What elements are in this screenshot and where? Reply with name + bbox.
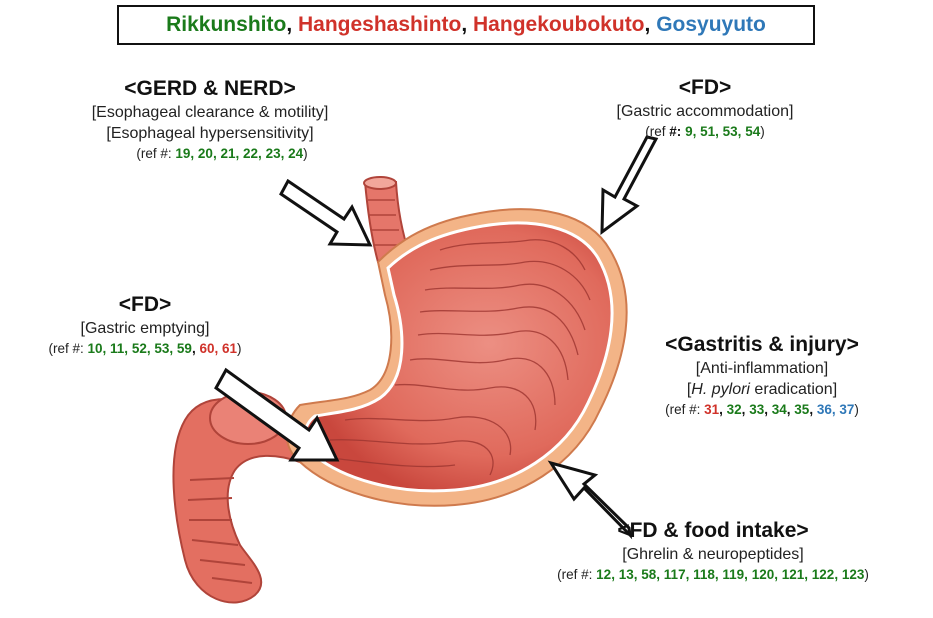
ref-number: 53 xyxy=(154,341,169,356)
gastritis-title: <Gastritis & injury> xyxy=(612,332,912,358)
ref-number: 117 xyxy=(664,567,686,582)
ref-suffix: ) xyxy=(237,341,242,356)
legend-item: , xyxy=(645,13,657,37)
legend-item: Hangeshashinto xyxy=(298,13,461,37)
legend-box: Rikkunshito, Hangeshashinto, Hangekoubok… xyxy=(117,5,815,45)
ref-suffix: ) xyxy=(760,124,765,139)
ref-number: 36 xyxy=(817,402,832,417)
legend-item: Hangekoubokuto xyxy=(473,13,645,37)
ref-suffix: ) xyxy=(303,146,308,161)
ref-number: 22 xyxy=(243,146,258,161)
ref-number: 122 xyxy=(812,567,835,582)
ref-number: , xyxy=(214,341,222,356)
fd-emptying-refs: (ref #: 10, 11, 52, 53, 59, 60, 61) xyxy=(0,339,290,359)
ref-number: 120 xyxy=(752,567,775,582)
ref-number: , xyxy=(611,567,619,582)
fd-emptying-line: [Gastric emptying] xyxy=(0,318,290,339)
fd-accommodation-block: <FD> [Gastric accommodation] (ref #: 9, … xyxy=(590,75,820,142)
ref-number: , xyxy=(103,341,111,356)
fd-emptying-title: <FD> xyxy=(0,292,290,318)
ref-number: 24 xyxy=(288,146,303,161)
ref-number: 12 xyxy=(596,567,611,582)
ref-number: 53 xyxy=(723,124,738,139)
fd-accommodation-title: <FD> xyxy=(590,75,820,101)
ref-number: 34 xyxy=(772,402,787,417)
ref-prefix: (ref #: xyxy=(136,146,175,161)
ref-number: 32 xyxy=(727,402,742,417)
ref-number: , xyxy=(834,567,842,582)
gastritis-block: <Gastritis & injury> [Anti-inflammation]… xyxy=(612,332,912,420)
food-intake-refs: (ref #: 12, 13, 58, 117, 118, 119, 120, … xyxy=(498,565,928,585)
ref-number: 21 xyxy=(220,146,235,161)
food-intake-line: [Ghrelin & neuropeptides] xyxy=(498,544,928,565)
ref-number: 10 xyxy=(87,341,102,356)
ref-number: 51 xyxy=(700,124,715,139)
ref-number: 118 xyxy=(693,567,715,582)
ref-number: 37 xyxy=(839,402,854,417)
ref-number: , xyxy=(124,341,132,356)
food-intake-title: <FD & food intake> xyxy=(498,518,928,544)
legend-item: Gosyuyuto xyxy=(656,13,766,37)
ref-number: , xyxy=(764,402,772,417)
gastritis-line-1: [Anti-inflammation] xyxy=(612,358,912,379)
ref-number: , xyxy=(236,146,244,161)
legend-item: Rikkunshito xyxy=(166,13,286,37)
ref-number: 33 xyxy=(749,402,764,417)
ref-prefix: (ref #: xyxy=(557,567,596,582)
ref-number: 13 xyxy=(619,567,634,582)
gastritis-refs: (ref #: 31, 32, 33, 34, 35, 36, 37) xyxy=(612,400,912,420)
ref-number: , xyxy=(190,146,198,161)
gerd-refs: (ref #: 19, 20, 21, 22, 23, 24) xyxy=(60,144,360,164)
ref-number: , xyxy=(715,124,723,139)
ref-number: , xyxy=(656,567,664,582)
ref-number: , xyxy=(693,124,701,139)
ref-number: , xyxy=(686,567,694,582)
ref-number: 60 xyxy=(199,341,214,356)
ref-number: #: xyxy=(669,124,685,139)
arrow-icon xyxy=(602,137,656,232)
fd-accommodation-refs: (ref #: 9, 51, 53, 54) xyxy=(590,122,820,142)
ref-number: 61 xyxy=(222,341,237,356)
ref-number: , xyxy=(258,146,266,161)
ref-number: , xyxy=(804,567,812,582)
ref-number: 121 xyxy=(782,567,805,582)
ref-prefix: (ref xyxy=(645,124,669,139)
ref-number: 20 xyxy=(198,146,213,161)
gerd-line-2: [Esophageal hypersensitivity] xyxy=(60,123,360,144)
arrow-icon xyxy=(281,181,370,245)
gastritis-line-2: [H. pylori eradication] xyxy=(612,379,912,400)
ref-number: 35 xyxy=(794,402,809,417)
ref-number: 9 xyxy=(685,124,693,139)
ref-suffix: ) xyxy=(854,402,859,417)
food-intake-block: <FD & food intake> [Ghrelin & neuropepti… xyxy=(498,518,928,585)
gerd-title: <GERD & NERD> xyxy=(60,76,360,102)
ref-number: 19 xyxy=(175,146,190,161)
fd-accommodation-line: [Gastric accommodation] xyxy=(590,101,820,122)
gerd-nerd-block: <GERD & NERD> [Esophageal clearance & mo… xyxy=(60,76,360,164)
ref-number: 23 xyxy=(266,146,281,161)
ref-number: 54 xyxy=(745,124,760,139)
ref-number: , xyxy=(281,146,289,161)
legend-item: , xyxy=(286,13,298,37)
ref-prefix: (ref #: xyxy=(48,341,87,356)
ref-number: , xyxy=(719,402,727,417)
fd-emptying-block: <FD> [Gastric emptying] (ref #: 10, 11, … xyxy=(0,292,290,359)
ref-number: , xyxy=(744,567,752,582)
gerd-line-1: [Esophageal clearance & motility] xyxy=(60,102,360,123)
ref-number: , xyxy=(809,402,817,417)
ref-number: 31 xyxy=(704,402,719,417)
ref-number: 59 xyxy=(177,341,192,356)
ref-number: 58 xyxy=(641,567,656,582)
ref-number: , xyxy=(169,341,177,356)
legend-item: , xyxy=(461,13,473,37)
ref-number: 52 xyxy=(132,341,147,356)
ref-number: 11 xyxy=(110,341,124,356)
ref-number: 119 xyxy=(722,567,744,582)
ref-number: , xyxy=(774,567,782,582)
ref-prefix: (ref #: xyxy=(665,402,704,417)
ref-number: 123 xyxy=(842,567,865,582)
ref-suffix: ) xyxy=(864,567,869,582)
